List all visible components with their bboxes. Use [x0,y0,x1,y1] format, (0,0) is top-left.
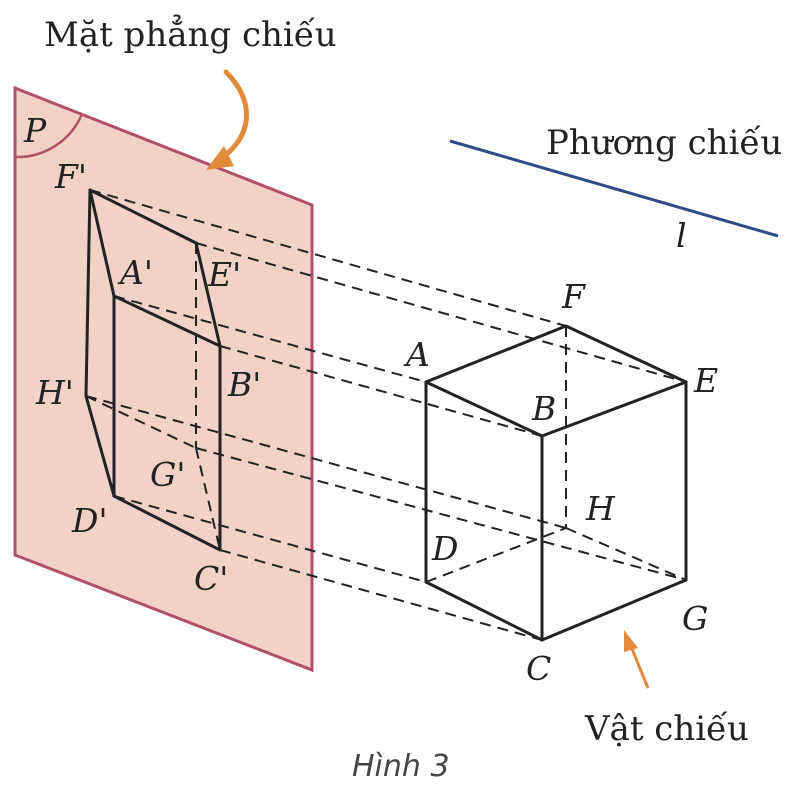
figure-caption: Hình 3 [352,749,450,784]
object-label: Vật chiếu [584,709,749,749]
plane-pointer-arrow [219,69,249,161]
edge-F'E' [88,188,198,245]
object-pointer-arrow [628,643,650,689]
label-H: H [585,489,616,528]
plane-label: P [23,111,47,150]
label-D-prime: D' [71,501,108,540]
cube [424,324,688,642]
projected-figure [84,188,222,552]
label-A-prime: A' [117,253,153,292]
plane-corner-arc [14,113,84,159]
direction-line-label: l [676,216,687,255]
ray-H [85,395,567,529]
label-F-prime: F' [54,157,87,196]
label-A: A [403,335,430,374]
edge-CG [540,578,688,642]
label-C-prime: C' [194,559,228,598]
edge-HG [565,527,687,581]
edge-DH [425,527,567,583]
label-G: G [682,599,708,638]
label-E: E [693,361,718,400]
ray-B [219,345,543,437]
ray-G [195,447,687,581]
label-C: C [526,649,551,688]
direction-line [449,139,779,238]
edge-E'B' [194,241,222,348]
ray-C [219,549,543,641]
label-B-prime: B' [227,365,261,404]
ray-E [195,242,687,383]
plane-pointer-arrowhead [206,146,234,170]
edge-F'H' [84,188,92,398]
edge-H'G' [85,395,197,449]
label-B: B [531,389,556,428]
label-D: D [431,529,458,568]
edge-H'D' [84,394,116,498]
label-E-prime: E' [207,255,241,294]
direction-label: Phương chiếu [546,123,782,163]
object-pointer-arrowhead [624,630,638,652]
edge-DC [424,580,544,642]
edge-F'A' [88,188,116,298]
label-G-prime: G' [150,455,185,494]
image-front-face [112,294,222,552]
diagram-title: Mặt phẳng chiếu [44,14,337,55]
projection-rays [85,189,687,641]
label-F: F [561,277,586,316]
ray-F [89,189,567,327]
label-H-prime: H' [35,373,74,412]
